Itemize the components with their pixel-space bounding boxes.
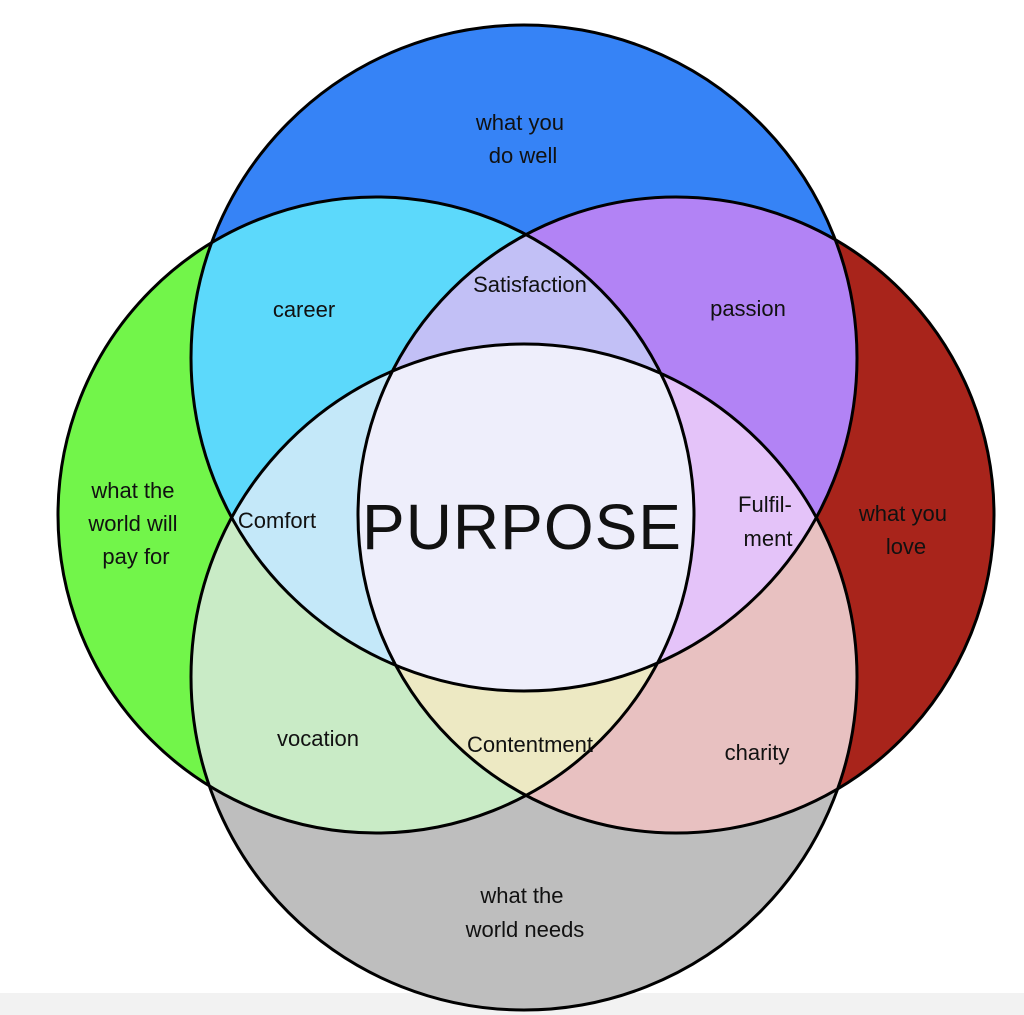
outline-top: [189, 23, 859, 693]
label-contentment: Contentment: [467, 732, 593, 757]
outline-bottom: [189, 342, 859, 1012]
label-line: world will: [87, 511, 177, 536]
label-fulfilment: Fulfil- ment: [738, 492, 798, 551]
label-purpose: PURPOSE: [362, 491, 682, 563]
label-line: what the: [479, 883, 563, 908]
label-satisfaction: Satisfaction: [473, 272, 587, 297]
label-line: love: [886, 534, 926, 559]
label-charity: charity: [725, 740, 790, 765]
label-line: pay for: [102, 544, 169, 569]
label-line: what you: [475, 110, 564, 135]
label-line: what you: [858, 501, 947, 526]
label-line: world needs: [465, 917, 585, 942]
label-line: do well: [489, 143, 557, 168]
label-career: career: [273, 297, 335, 322]
label-what-you-love: what you love: [858, 501, 953, 559]
label-comfort: Comfort: [238, 508, 316, 533]
label-passion: passion: [710, 296, 786, 321]
label-what-the-world-will-pay-for: what the world will pay for: [87, 478, 183, 569]
label-line: Fulfil-: [738, 492, 792, 517]
outline-right: [356, 195, 996, 835]
region-purpose: [358, 344, 694, 691]
outline-left: [56, 195, 696, 835]
label-vocation: vocation: [277, 726, 359, 751]
label-what-the-world-needs: what the world needs: [465, 883, 585, 942]
label-line: ment: [744, 526, 793, 551]
label-what-you-do-well: what you do well: [475, 110, 570, 168]
label-line: what the: [90, 478, 174, 503]
